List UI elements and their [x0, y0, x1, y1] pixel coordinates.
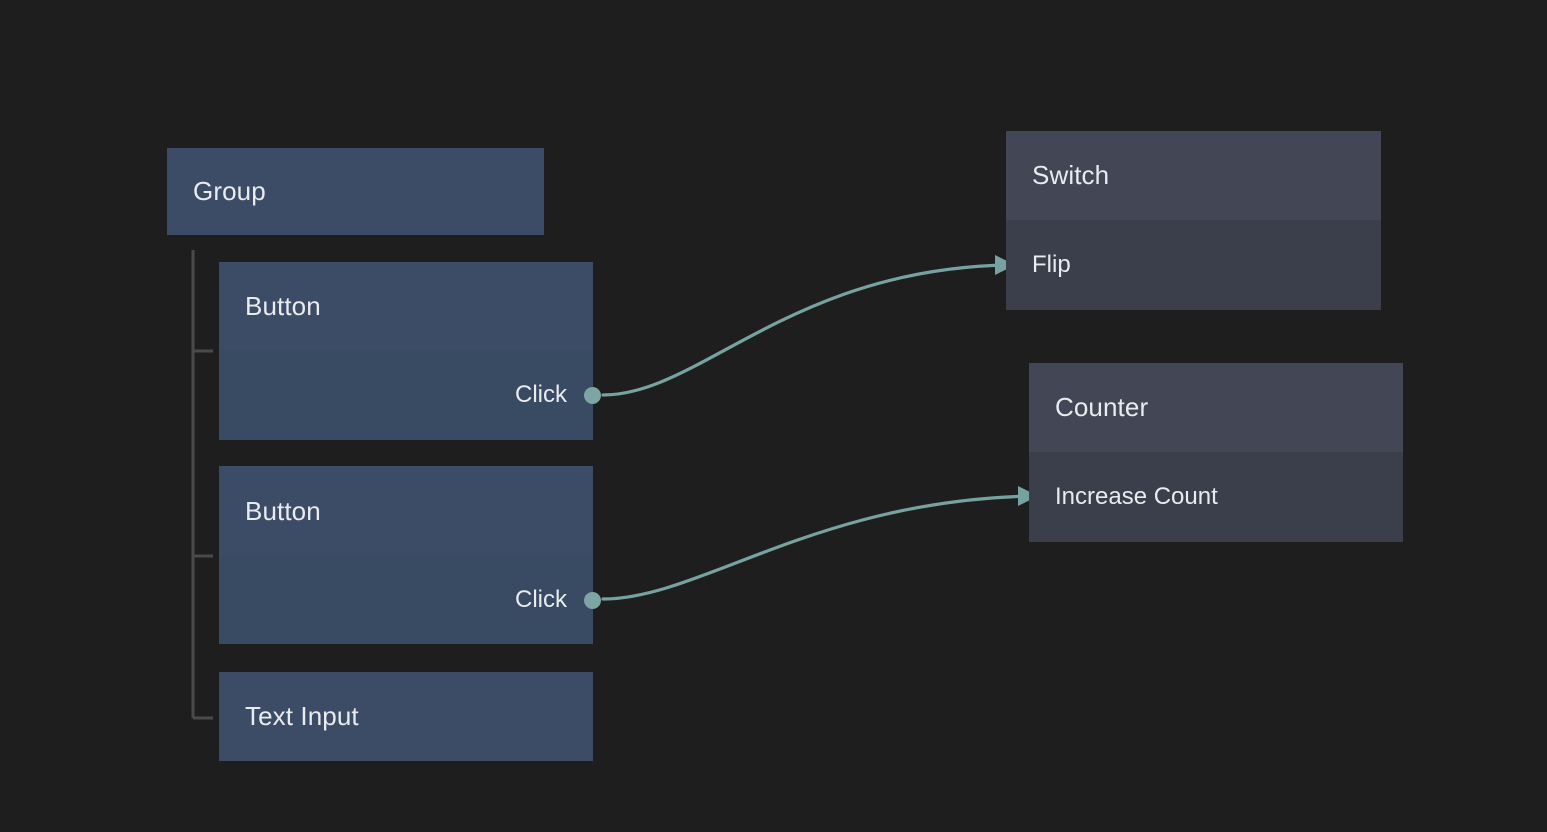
node-counter-title: Counter	[1055, 392, 1149, 422]
node-group-header[interactable]: Group	[167, 148, 544, 235]
node-switch-port-flip-label: Flip	[1032, 251, 1071, 278]
node-switch-title: Switch	[1032, 160, 1110, 190]
node-group-title: Group	[193, 176, 266, 206]
node-button-2-port-click-label: Click	[515, 586, 567, 613]
node-text-input-title: Text Input	[245, 701, 359, 731]
node-button-1-port-click-label: Click	[515, 381, 567, 408]
port-dot-icon[interactable]	[584, 386, 601, 404]
tree-bracket-path	[191, 250, 213, 720]
node-button-2-port-click[interactable]: Click	[219, 556, 601, 644]
node-counter-port-increase-count[interactable]: Increase Count	[1029, 452, 1403, 542]
port-dot-icon[interactable]	[584, 591, 601, 609]
node-button-1-port-click[interactable]: Click	[219, 350, 601, 440]
node-button-1-header[interactable]: Button	[219, 262, 593, 350]
node-button-2[interactable]: Button Click	[219, 466, 601, 644]
node-counter[interactable]: Counter Increase Count	[1029, 363, 1403, 542]
node-button-2-title: Button	[245, 495, 321, 526]
node-group[interactable]: Group	[167, 148, 544, 235]
node-button-2-header[interactable]: Button	[219, 466, 593, 556]
node-switch-port-flip[interactable]: Flip	[1006, 220, 1381, 310]
node-counter-port-increase-count-label: Increase Count	[1055, 483, 1218, 510]
node-counter-header[interactable]: Counter	[1029, 363, 1403, 452]
node-switch[interactable]: Switch Flip	[1006, 131, 1381, 310]
node-switch-header[interactable]: Switch	[1006, 131, 1381, 220]
node-button-1[interactable]: Button Click	[219, 262, 601, 440]
node-button-1-title: Button	[245, 290, 321, 321]
node-text-input-header[interactable]: Text Input	[219, 672, 593, 761]
node-text-input[interactable]: Text Input	[219, 672, 593, 761]
